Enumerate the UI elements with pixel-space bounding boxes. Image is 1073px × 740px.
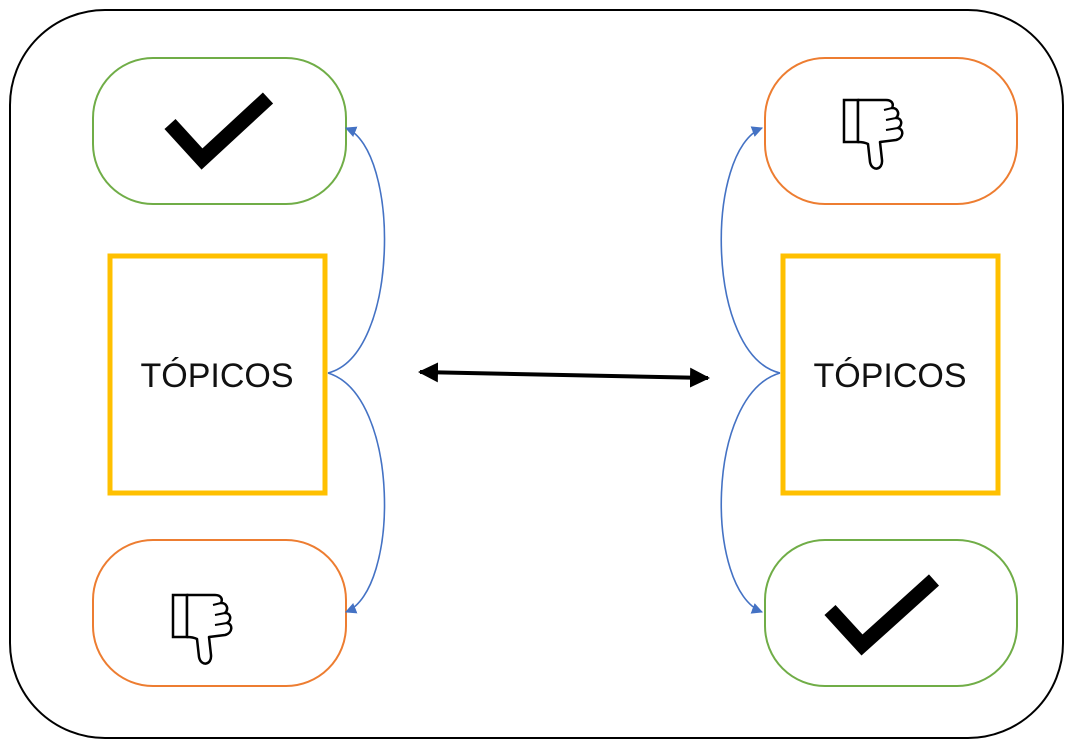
left-topic-label: TÓPICOS [140, 357, 293, 395]
center-double-arrow [418, 362, 710, 388]
right-topic-label: TÓPICOS [813, 357, 966, 395]
checkmark-icon [824, 574, 940, 656]
right-topic-box [780, 253, 1001, 496]
left-branch-arrow-up [327, 126, 386, 374]
right-branch-arrow-up [720, 126, 781, 374]
left-branch-arrow-down [327, 372, 386, 614]
right-branch-arrow-down [720, 372, 781, 614]
checkmark-icon [164, 92, 274, 170]
left-topic-box [107, 253, 328, 496]
left-top-card [92, 57, 347, 205]
